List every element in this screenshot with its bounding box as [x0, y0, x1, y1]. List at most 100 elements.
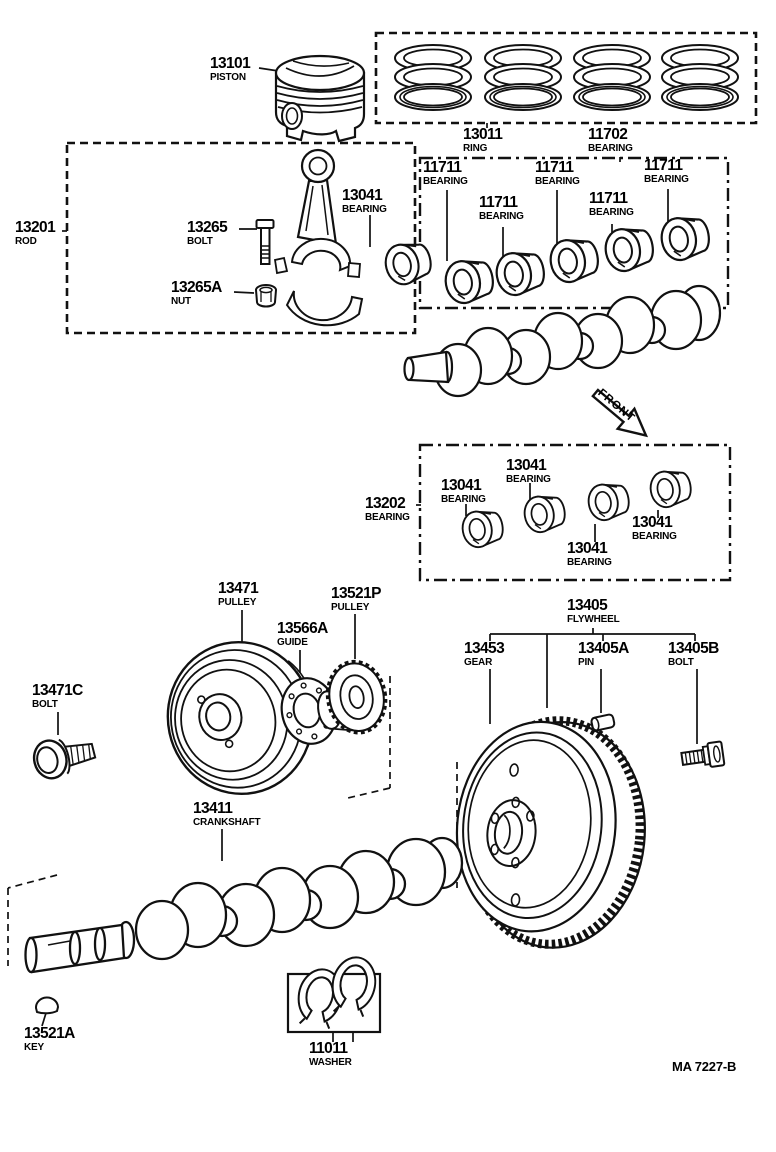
part-name: PULLEY: [218, 596, 257, 608]
part-number: 13566A: [277, 620, 328, 637]
part-number: 11711: [644, 157, 683, 174]
flywheel-ring-gear-teeth: [462, 716, 645, 949]
part-number: 13041: [506, 457, 547, 474]
part-number: 13405: [567, 597, 608, 614]
rod-bolt-drawing: [255, 219, 275, 265]
part-number: 13405B: [668, 640, 719, 657]
part-number: 13201: [15, 219, 56, 236]
part-name: PISTON: [210, 71, 246, 83]
part-name: KEY: [24, 1041, 44, 1053]
part-number: 13265: [187, 219, 228, 236]
part-number: 13041: [567, 540, 608, 557]
part-name: PIN: [578, 656, 595, 668]
part-number: 11711: [479, 194, 518, 211]
part-name: PULLEY: [331, 601, 370, 613]
part-number: 13265A: [171, 279, 222, 296]
part-number: 11711: [423, 159, 462, 176]
part-number: 13041: [342, 187, 383, 204]
part-name: BEARING: [567, 556, 612, 568]
part-name: BEARING: [644, 173, 689, 185]
part-name: BEARING: [342, 203, 387, 215]
part-name: BEARING: [506, 473, 551, 485]
thrust-washers-drawing: [286, 952, 382, 1034]
pulley-bolt-drawing: [32, 738, 97, 780]
part-name: BEARING: [589, 206, 634, 218]
part-number: 13101: [210, 55, 251, 72]
part-name: BEARING: [365, 511, 410, 523]
main-bearing-box: [418, 156, 730, 310]
part-name: NUT: [171, 295, 191, 307]
rod-nut-drawing: [254, 284, 278, 308]
part-number: 13041: [441, 477, 482, 494]
crankshaft-top-drawing: [403, 284, 722, 398]
lower-bearing-box: [418, 443, 732, 582]
part-number: 13521P: [331, 585, 381, 602]
part-number: 13521A: [24, 1025, 75, 1042]
ring-group-box: [374, 31, 758, 125]
part-number: 13471C: [32, 682, 83, 699]
part-number: 13405A: [578, 640, 629, 657]
crank-pulley-drawing: [166, 640, 316, 796]
part-number: 13011: [463, 126, 503, 143]
part-name: BEARING: [632, 530, 677, 542]
part-name: ROD: [15, 235, 37, 247]
woodruff-key-drawing: [34, 996, 60, 1015]
part-name: BEARING: [441, 493, 486, 505]
page-code: MA 7227-B: [672, 1059, 737, 1074]
rod-group-box: [65, 141, 417, 335]
part-name: GEAR: [464, 656, 493, 668]
timing-pulley-drawing: [317, 659, 388, 735]
part-name: GUIDE: [277, 636, 308, 648]
part-name: CRANKSHAFT: [193, 816, 261, 828]
part-number: 13471: [218, 580, 259, 597]
part-number: 11011: [309, 1040, 348, 1057]
flywheel-pin-drawing: [590, 713, 616, 732]
part-number: 11711: [589, 190, 628, 207]
flywheel-bolt-drawing: [680, 740, 726, 768]
part-name: BOLT: [32, 698, 58, 710]
part-name: BOLT: [668, 656, 694, 668]
part-name: FLYWHEEL: [567, 613, 620, 625]
piston-ring-sets-drawing: [394, 44, 739, 111]
part-number: 11702: [588, 126, 628, 143]
piston-drawing: [274, 54, 366, 143]
connecting-rod-drawing: [273, 148, 436, 327]
part-name: BEARING: [535, 175, 580, 187]
part-name: RING: [463, 142, 488, 154]
crankshaft-drawing: [24, 836, 464, 974]
front-arrow: [591, 388, 649, 438]
part-name: WASHER: [309, 1056, 352, 1068]
part-number: 11711: [535, 159, 574, 176]
part-name: BEARING: [423, 175, 468, 187]
flywheel-drawing: [455, 716, 646, 949]
part-number: 13041: [632, 514, 673, 531]
part-name: BOLT: [187, 235, 213, 247]
part-name: BEARING: [588, 142, 633, 154]
